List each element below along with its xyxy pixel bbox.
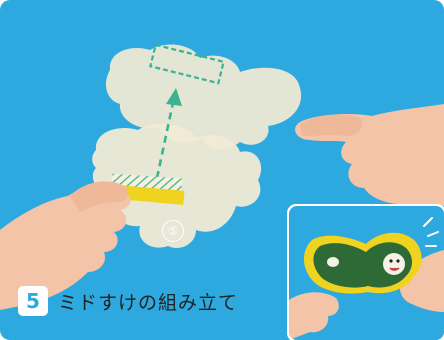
step-title: ミドすけの組み立て: [58, 291, 239, 314]
part-number-marker: ⑤: [162, 220, 184, 242]
inset-right-hand: [399, 250, 444, 312]
step-caption: 5 ミドすけの組み立て: [18, 286, 238, 316]
yellow-strip: [117, 185, 185, 205]
inset-character-body: [313, 242, 412, 288]
inset-character-face: [383, 253, 405, 275]
inset-motion-lines: [423, 217, 439, 247]
guide-arrow-line: [155, 97, 176, 179]
paper-piece-upper: [105, 44, 302, 150]
guide-arrow-head: [166, 88, 182, 106]
left-hand: [0, 186, 131, 310]
right-thumb: [300, 114, 363, 136]
guide-dashed-rectangle: [149, 43, 225, 85]
left-thumb: [70, 181, 129, 212]
inset-left-hand: [289, 292, 339, 340]
inset-photo: [287, 204, 444, 340]
step-number-badge: 5: [18, 286, 48, 316]
